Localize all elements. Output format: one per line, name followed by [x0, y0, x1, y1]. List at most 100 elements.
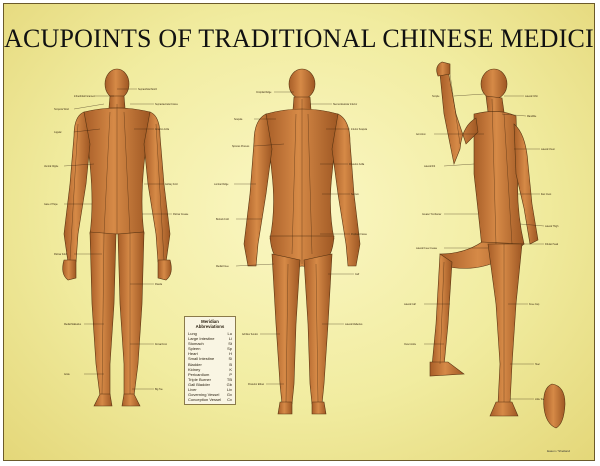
credit-text: Eason / Shetland: [547, 449, 570, 453]
back-label: Calf: [355, 274, 359, 276]
front-leg-right: [117, 231, 145, 397]
legend-row: Heart H: [188, 351, 232, 356]
side-label: Lateral Knee Crease: [416, 247, 438, 250]
side-label: Knee Cap: [529, 304, 540, 306]
back-leg-left: [271, 253, 301, 405]
front-label: Big Toe: [155, 389, 163, 391]
front-label: Dorsal Foot: [155, 343, 167, 346]
legend-abbr: TB: [226, 376, 232, 382]
legend-abbr: Si: [228, 356, 232, 362]
side-neck: [485, 95, 505, 113]
side-label: Acromion: [416, 133, 426, 136]
legend-abbr: Gv: [226, 392, 232, 398]
back-labels: Occipital Ridge Sternoclavicular Inferio…: [214, 91, 368, 386]
front-hand-right: [157, 259, 172, 281]
side-label: Lateral Calf: [404, 303, 416, 306]
poster-title: ACUPOINTS OF TRADITIONAL CHINESE MEDICIN…: [4, 24, 595, 53]
back-label: Achilles Tendon: [242, 333, 259, 336]
legend-abbr: Liv: [226, 387, 232, 393]
front-label: Anterior Axilla: [155, 128, 170, 131]
back-label: Inferior Scapula: [351, 128, 368, 131]
back-label: Buttock Fold: [216, 218, 229, 221]
side-label: Mandible: [527, 116, 537, 118]
side-leg-standing: [487, 243, 523, 405]
back-label: Lumbar Ridge: [214, 183, 229, 186]
side-label: Temple: [432, 96, 440, 98]
back-foot-left: [277, 401, 293, 415]
legend-row: Governing Vessel Gv: [188, 392, 232, 397]
legend-meridian: Large Intestine: [188, 336, 215, 342]
front-label: Infraorbital Foramen: [74, 95, 95, 98]
legend-abbr: H: [229, 351, 232, 357]
legend-abbr: St: [228, 341, 232, 347]
side-foot-raised: [429, 361, 465, 377]
back-label: Scapula: [234, 119, 243, 121]
legend-row: Kidney K: [188, 367, 232, 372]
side-labels: Temple Lateral Orbit Mandible Acromion L…: [404, 95, 559, 401]
side-label: Greater Trochanter: [422, 213, 442, 216]
back-leg-right: [303, 253, 333, 405]
side-head: [480, 68, 508, 100]
side-label: Lateral Orbit: [525, 95, 538, 98]
front-label-ticks: [63, 88, 172, 390]
legend-row: Large Intestine Li: [188, 336, 232, 341]
legend-abbr: Li: [228, 336, 232, 342]
front-figure: [62, 68, 172, 407]
back-meridian-lines: [285, 99, 319, 403]
side-label: Iliac Crest: [541, 193, 552, 196]
front-label: Tempora Wind: [54, 108, 70, 111]
legend-meridian: Heart: [188, 351, 198, 357]
side-arm-lower: [513, 123, 539, 245]
legend-abbr: K: [229, 366, 232, 372]
side-label: Outer Ankle: [404, 343, 417, 346]
side-label: Lateral Thigh: [545, 225, 559, 228]
front-meridian-lines: [69, 104, 165, 395]
sole-figure: [543, 383, 566, 429]
back-label: Sacrum: [351, 193, 359, 196]
legend-abbr: Cv: [227, 397, 232, 403]
legend-title: Meridian Abbreviations: [195, 319, 225, 329]
sole-foot: [543, 383, 566, 429]
side-label-ticks: [424, 93, 545, 400]
legend-meridian: Bladder: [188, 361, 202, 367]
back-label-ticks: [234, 91, 354, 385]
back-label: Popliteal Fossa: [351, 233, 367, 236]
legend-abbr: Sp: [227, 346, 232, 352]
legend-meridian: Governing Vessel: [188, 392, 220, 398]
back-label: Posterior Elbow: [248, 383, 264, 386]
back-label: Medial Knee: [216, 266, 229, 268]
back-arm-right: [331, 113, 361, 267]
front-label: Jugular: [54, 131, 62, 134]
back-label: Lateral Malleolus: [345, 323, 363, 326]
front-label: Ankle: [64, 373, 70, 376]
front-arm-right: [143, 111, 171, 263]
side-arm-raised: [439, 69, 479, 166]
front-hand-left: [62, 259, 77, 281]
side-torso: [473, 111, 525, 249]
legend-meridian: Gall Bladder: [188, 381, 211, 387]
front-head: [104, 68, 130, 100]
front-foot-left: [93, 393, 113, 407]
back-label: Posterior Axilla: [349, 163, 365, 166]
legend-abbr: Lu: [227, 331, 232, 336]
back-foot-right: [311, 401, 327, 415]
front-label: Supraclavicular Fossa: [155, 103, 178, 106]
side-label: Little Toe: [535, 398, 545, 401]
legend-meridian: Spleen: [188, 346, 201, 352]
front-arm-left: [63, 111, 91, 263]
front-label: Palmar Fold: [54, 253, 67, 256]
front-label: Supraorbital Notch: [138, 88, 158, 91]
legend-meridian: Kidney: [188, 366, 201, 372]
legend-meridian: Small Intestine: [188, 356, 215, 362]
legend-meridian: Liver: [188, 387, 197, 393]
acupoint-poster: ACUPOINTS OF TRADITIONAL CHINESE MEDICIN…: [3, 3, 595, 461]
front-label: Ventral Nipple: [44, 165, 59, 168]
front-label: Axillary Fold: [165, 183, 178, 186]
